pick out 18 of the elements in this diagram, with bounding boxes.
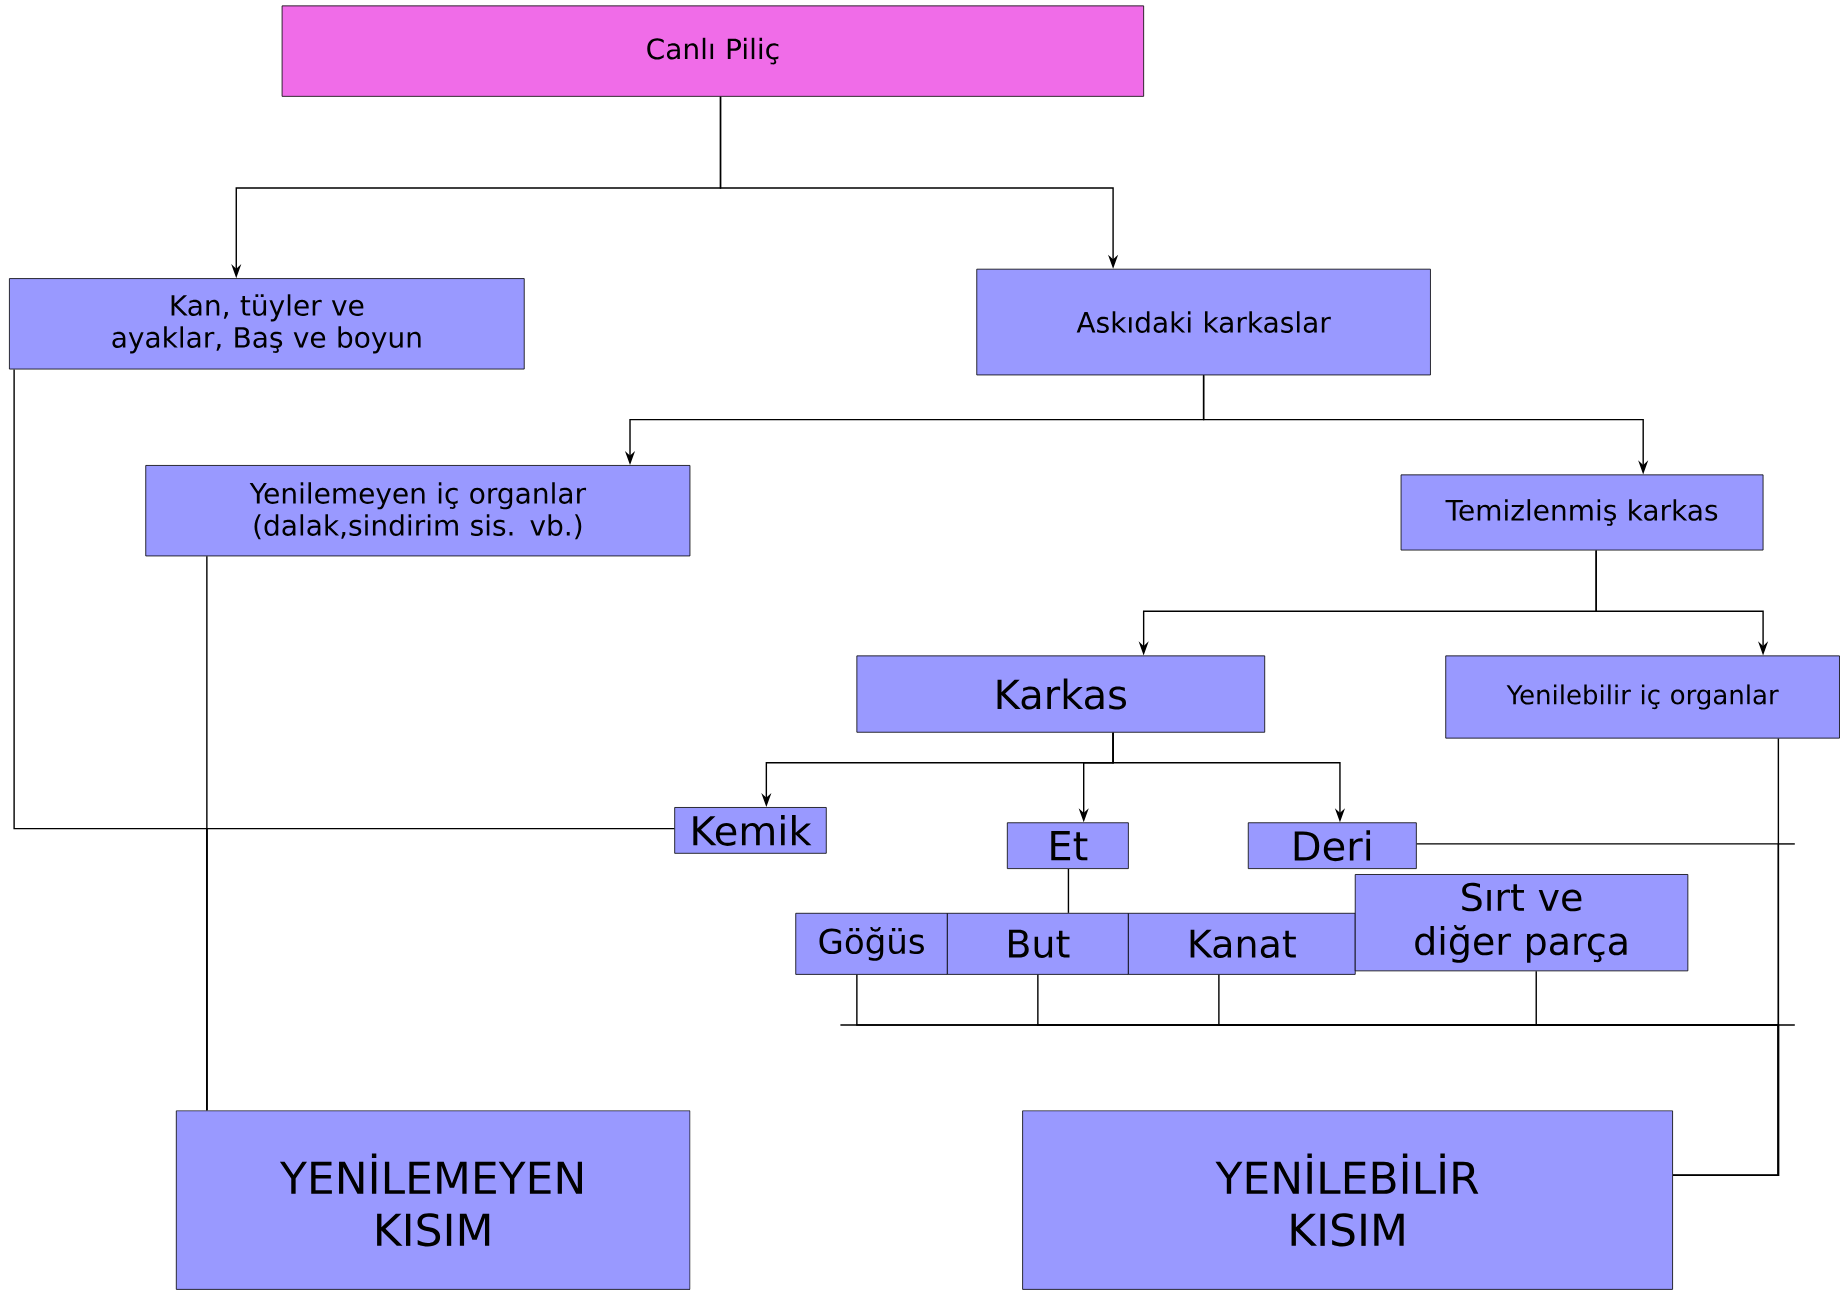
connector (206, 555, 208, 1112)
process-box: Canlı Piliç (281, 5, 1145, 97)
process-box: Askıdaki karkaslar (976, 269, 1431, 376)
process-box: YENİLEMEYEN KISIM (175, 1110, 691, 1290)
process-box: YENİLEBİLİR KISIM (1022, 1110, 1673, 1290)
process-box: Kan, tüyler ve ayaklar, Baş ve boyun (9, 278, 525, 370)
process-box: Göğüs (795, 913, 948, 975)
process-box: Kemik (674, 807, 827, 854)
process-box: Temizlenmiş karkas (1400, 474, 1764, 551)
connector (1067, 868, 1070, 914)
process-box: Karkas (856, 655, 1266, 733)
process-box: Deri (1247, 822, 1417, 870)
connector (1535, 970, 1780, 1177)
process-box: Yenilebilir iç organlar (1445, 655, 1840, 739)
process-box: Kanat (1128, 913, 1356, 975)
process-box: Et (1006, 822, 1129, 870)
process-box: Yenilemeyen iç organlar (dalak,sindirim sis. vb.) (145, 465, 691, 557)
process-box: But (946, 913, 1129, 975)
